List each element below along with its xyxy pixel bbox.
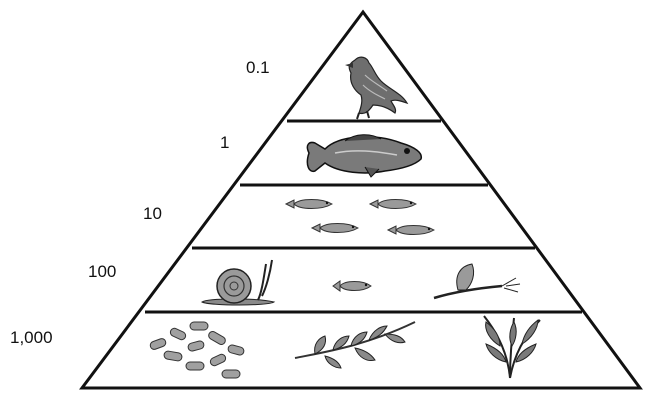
- small-fish-icon: [312, 224, 358, 233]
- level-label-10: 10: [143, 204, 162, 224]
- small-fish-icon: [286, 200, 332, 209]
- level-label-100: 100: [88, 262, 116, 282]
- small-fish-icon: [370, 200, 416, 209]
- small-fish-icon: [388, 226, 434, 235]
- level-label-1000: 1,000: [10, 328, 53, 348]
- level-label-0.1: 0.1: [246, 58, 270, 78]
- level-label-1: 1: [220, 133, 229, 153]
